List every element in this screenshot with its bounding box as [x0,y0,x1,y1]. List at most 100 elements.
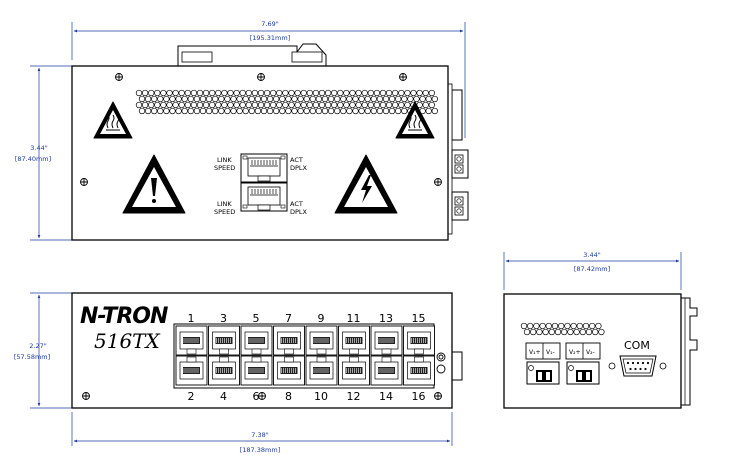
vent-hole [187,95,194,103]
vent-hole [382,107,390,115]
vent-hole [340,95,347,103]
vent-hole [395,107,402,115]
vent-hole [589,322,596,330]
vent-hole [276,89,283,97]
ethernet-port [403,325,435,356]
vent-hole [355,89,362,97]
vent-hole [300,101,307,109]
vent-hole [595,322,602,330]
vent-hole [157,95,164,103]
side-width-mm: [87.42mm] [574,265,610,273]
vent-hole [138,107,146,115]
vent-hole [404,101,411,109]
vent-hole [291,107,298,115]
vent-holes [135,89,438,115]
vent-hole [576,322,583,330]
vent-hole [148,101,155,109]
vent-hole [276,101,283,109]
vent-hole [422,101,429,109]
vent-hole [270,101,277,109]
vent-hole [279,107,286,115]
vent-hole [425,107,432,115]
vent-hole [306,101,313,109]
vent-hole [431,95,438,103]
vent-hole [239,101,246,109]
vent-hole [364,107,371,115]
vent-hole [242,95,249,103]
vent-hole [135,101,143,109]
vent-hole [401,107,408,115]
vent-hole [221,89,228,97]
ethernet-port [403,355,435,386]
vent-hole [558,322,565,330]
vent-hole [181,107,188,115]
vent-hole [398,101,405,109]
ethernet-port [273,325,305,356]
vent-hole [361,89,368,97]
port-label-top: 11 [347,312,361,325]
vent-hole [536,328,543,336]
vent-hole [288,89,295,97]
ethernet-port [240,325,273,356]
vent-hole [379,101,387,109]
label-v1-minus: V₁- [546,349,555,356]
vent-hole [392,101,399,109]
ethernet-port [305,355,338,386]
top-view: 7.69" [195.31mm] 3.44" [87.40mm] [15,20,469,241]
vent-hole [554,328,562,336]
vent-hole [190,89,198,97]
vent-hole [151,107,158,115]
vent-hole [364,95,371,103]
vent-hole [224,95,231,103]
vent-hole [178,89,185,97]
ethernet-port [370,325,403,356]
vent-hole [254,95,262,103]
screw-icon [82,392,442,400]
power-terminal-1: V₁+ V₁- [525,342,561,385]
vent-hole [166,89,173,97]
ethernet-port [240,355,273,386]
vent-hole [221,101,228,109]
vent-hole [245,89,252,97]
label-speed-upper: SPEED [214,164,235,172]
port-label-bottom: 4 [220,390,227,403]
vent-hole [422,89,429,97]
port-label-bottom: 14 [379,390,393,403]
vent-hole [373,89,381,97]
power-terminal-2: V₂+ V₂- [565,342,601,385]
vent-hole [337,89,344,97]
vent-hole [190,101,198,109]
vent-hole [160,101,167,109]
vent-hole [564,322,571,330]
vent-hole [395,95,402,103]
ethernet-port [305,325,338,356]
vent-hole [407,95,414,103]
port-label-bottom: 2 [188,390,195,403]
label-dplx-lower: DPLX [290,208,308,216]
vent-hole [163,107,170,115]
db9-com-port-icon [608,355,667,377]
vent-hole [312,101,320,109]
label-link-upper: LINK [217,156,232,164]
vent-hole [285,95,292,103]
vent-hole [193,95,201,103]
vent-hole [361,101,368,109]
ethernet-port [175,325,208,356]
vent-hole [523,328,531,336]
vent-hole [367,101,374,109]
vent-hole [239,89,246,97]
din-clip-top [177,43,327,66]
front-height-in: 2.27" [29,342,46,350]
din-clip-side [681,297,698,406]
vent-hole [233,89,240,97]
vent-hole [404,89,411,97]
vent-hole [215,89,222,97]
front-view: 2.27" [57.58mm] 7.38" [187.38mm] N-TRON … [14,292,463,454]
label-v2-minus: V₂- [586,349,595,356]
vent-hole [349,89,356,97]
vent-hole [151,95,158,103]
vent-hole [224,107,231,115]
label-link-lower: LINK [217,200,232,208]
vent-hole [561,328,568,336]
